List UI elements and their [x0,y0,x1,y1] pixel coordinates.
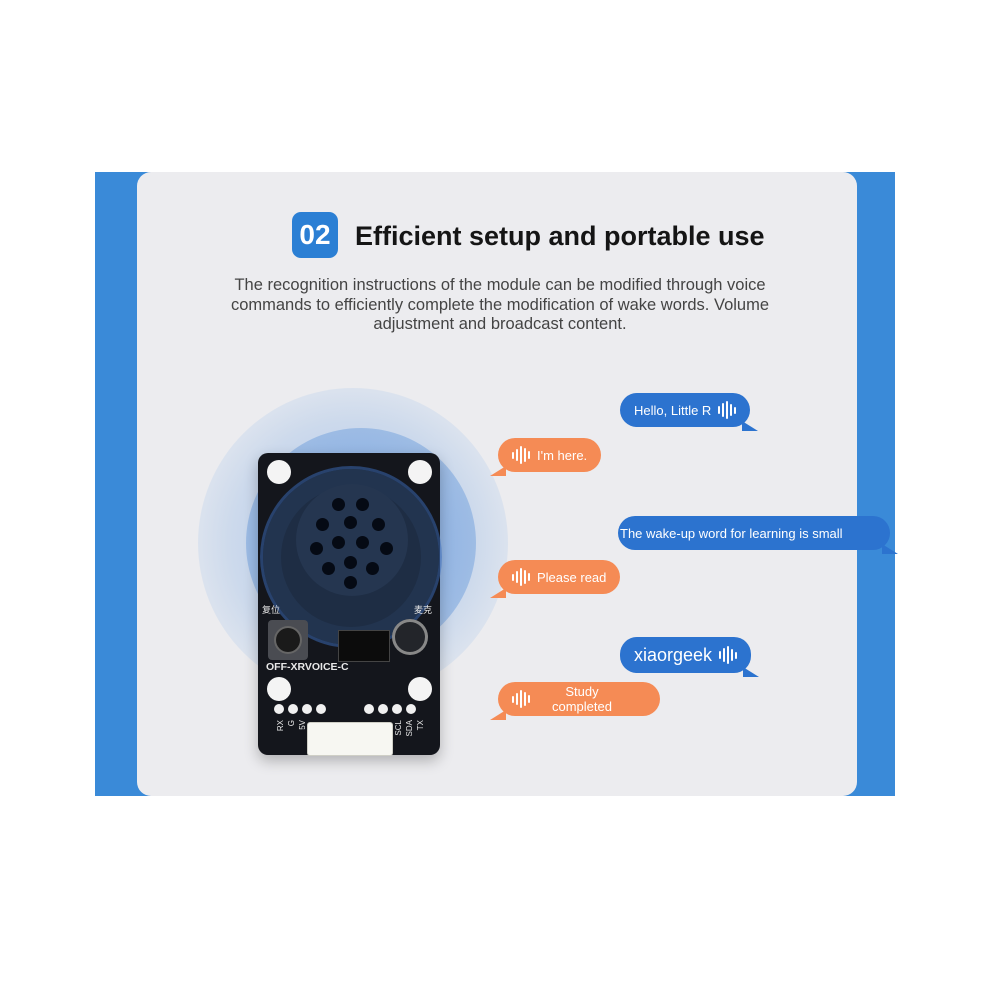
description-text: The recognition instructions of the modu… [230,276,770,333]
pin-label: TX [416,720,425,731]
chat-text: Please read [537,569,607,585]
mounting-hole [408,460,432,484]
model-label: OFF-XRVOICE-C [266,661,349,673]
chat-text: I'm here. [537,447,588,463]
mic-silk-label: 麦克 [414,605,433,615]
step-number-badge: 02 [292,212,338,258]
chat-text: The wake-up word for learning is small [620,525,843,541]
chat-text: Study completed [552,684,612,714]
sound-wave-icon [719,646,738,664]
pin-label: SDA [405,720,414,737]
ic-chip [338,630,390,662]
pin-label: RX [276,720,285,732]
pad-row-left [274,704,326,714]
chat-bubble-user: xiaorgeek [620,637,760,677]
mounting-hole [267,677,291,701]
content-panel [137,172,857,796]
chat-bubble-user: Hello, Little R [620,393,759,431]
pin-label: G [287,720,296,727]
reset-silk-label: 复位 [262,605,281,615]
chat-text: Hello, Little R [634,402,712,418]
reset-button [268,620,308,660]
mounting-hole [408,677,432,701]
sound-wave-icon [512,568,530,586]
speaker-grille [296,484,408,596]
sound-wave-icon [718,401,737,419]
mounting-hole [267,460,291,484]
pad-row-right [364,704,416,714]
pin-label: SCL [394,720,403,736]
page-title: Efficient setup and portable use [355,221,765,251]
chat-text: xiaorgeek [634,644,713,665]
wire-connector [307,722,393,756]
sound-wave-icon [512,446,530,464]
sound-wave-icon [512,690,530,708]
microphone [392,619,428,655]
chat-bubble-device: I'm here. [490,438,602,476]
pin-label: 5V [298,720,307,730]
chat-bubble-device: Study completed [490,682,660,720]
chat-bubble-device: Please read [490,560,621,598]
chat-bubble-user: The wake-up word for learning is small [618,516,898,554]
